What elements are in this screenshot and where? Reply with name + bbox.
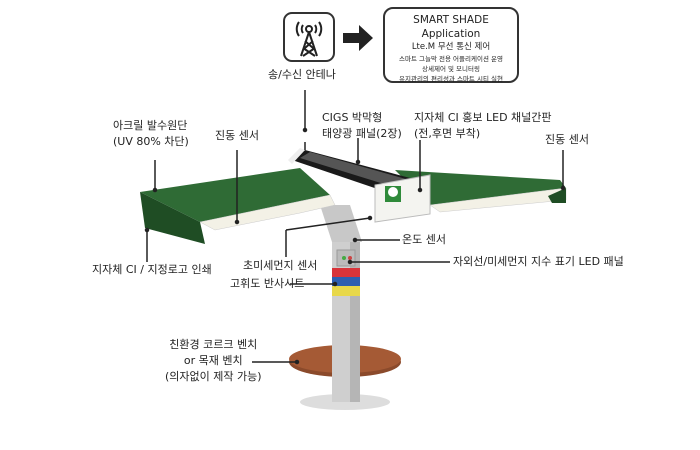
arrow-icon bbox=[343, 25, 373, 51]
vibration-sensor-right-label: 진동 센서 bbox=[545, 133, 589, 146]
temperature-sensor-label: 온도 센서 bbox=[402, 233, 446, 246]
app-info-box: SMART SHADE Application Lte.M 무선 통신 제어 스… bbox=[383, 7, 519, 83]
flap-right bbox=[548, 188, 566, 203]
app-subtitle: Lte.M 무선 통신 제어 bbox=[411, 42, 491, 52]
antenna-label: 송/수신 안테나 bbox=[268, 68, 336, 81]
band-yellow bbox=[332, 286, 360, 296]
led-sign-label-line2: (전,후면 부착) bbox=[414, 127, 481, 140]
bench-label-line1: 친환경 코르크 벤치 bbox=[169, 338, 258, 351]
cigs-label-line1: CIGS 박막형 bbox=[322, 111, 383, 124]
band-blue bbox=[332, 277, 360, 286]
bench-label-line2: or 목재 벤치 bbox=[183, 354, 243, 367]
vibration-sensor-left-label: 진동 센서 bbox=[215, 129, 259, 142]
canopy-left bbox=[140, 168, 330, 222]
app-line: 스마트 그늘막 전용 어플리케이션 운영 bbox=[399, 55, 503, 63]
led-sign-label-line1: 지자체 CI 홍보 LED 채널간판 bbox=[414, 111, 552, 124]
acrylic-label: 아크릴 발수원단 (UV 80% 차단) bbox=[113, 118, 189, 150]
flap-left bbox=[140, 192, 205, 244]
reflective-sheet-label: 고휘도 반사시트 bbox=[230, 277, 305, 290]
app-line: 상세제어 및 모니터링 bbox=[422, 65, 480, 73]
cigs-label: CIGS 박막형 태양광 패널(2장) bbox=[322, 110, 402, 142]
acrylic-label-line2: (UV 80% 차단) bbox=[113, 135, 189, 148]
led-sign-label: 지자체 CI 홍보 LED 채널간판 (전,후면 부착) bbox=[414, 110, 552, 142]
antenna-icon-box bbox=[283, 12, 335, 62]
uv-dust-led-panel-label: 자외선/미세먼지 지수 표기 LED 패널 bbox=[453, 255, 624, 268]
canopy-right bbox=[395, 170, 566, 205]
band-red bbox=[332, 268, 360, 277]
leader-lines bbox=[144, 90, 566, 365]
antenna-tower-icon bbox=[295, 21, 323, 57]
ci-print-label: 지자체 CI / 지정로고 인쇄 bbox=[92, 263, 212, 276]
cigs-label-line2: 태양광 패널(2장) bbox=[322, 127, 402, 140]
fine-dust-sensor-label: 초미세먼지 센서 bbox=[243, 259, 318, 272]
bench-label-line3: (의자없이 제작 가능) bbox=[165, 370, 262, 383]
app-title: SMART SHADE Application bbox=[413, 14, 489, 40]
app-line: 유지관리의 편리성과 스마트 시티 실현 bbox=[399, 75, 503, 83]
acrylic-label-line1: 아크릴 발수원단 bbox=[113, 119, 188, 132]
bench-label: 친환경 코르크 벤치 or 목재 벤치 (의자없이 제작 가능) bbox=[165, 337, 262, 385]
